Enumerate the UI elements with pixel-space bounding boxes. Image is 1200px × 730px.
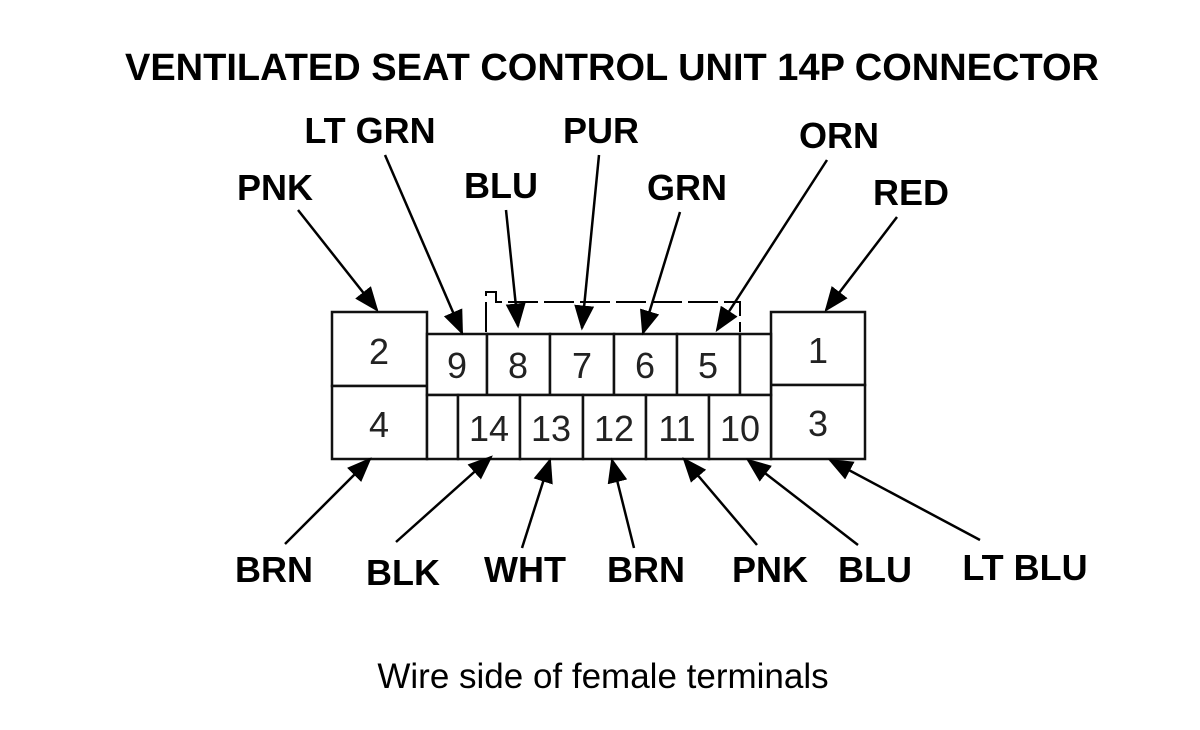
pin-number-6: 6: [635, 345, 655, 386]
cavity-blank-bottom: [425, 393, 460, 461]
wire-label-pin-3: LT BLU: [962, 547, 1087, 588]
wire-label-pin-6: GRN: [647, 167, 727, 208]
diagram-title: VENTILATED SEAT CONTROL UNIT 14P CONNECT…: [125, 47, 1099, 89]
pin-number-2: 2: [369, 331, 389, 372]
diagram-caption: Wire side of female terminals: [377, 657, 828, 696]
leader-pin-10: [746, 458, 859, 546]
pin-number-9: 9: [447, 345, 467, 386]
leader-pin-4: [284, 457, 372, 545]
pin-number-8: 8: [508, 345, 528, 386]
leader-pin-14: [395, 455, 493, 543]
leader-pin-5: [715, 159, 829, 333]
leader-pin-13: [520, 457, 553, 549]
cavity-2: [330, 310, 429, 388]
cavity-blank-top: [738, 332, 773, 397]
wire-label-pin-12: BRN: [607, 549, 685, 590]
leader-pin-8: [504, 209, 526, 329]
wire-label-pin-5: ORN: [799, 115, 879, 156]
connector-body: 2 4 1 3 9 8 7 6 5 14 13 12 11 10: [330, 291, 867, 461]
wire-label-pin-10: BLU: [838, 549, 912, 590]
leader-pin-1: [824, 216, 898, 312]
pin-number-3: 3: [808, 403, 828, 444]
pin-number-10: 10: [720, 408, 760, 449]
pin-number-13: 13: [531, 408, 571, 449]
leader-pin-2: [297, 209, 379, 312]
pin-number-4: 4: [369, 404, 389, 445]
leader-pin-3: [827, 458, 981, 542]
wire-label-pin-13: WHT: [484, 549, 566, 590]
wire-label-pin-1: RED: [873, 172, 949, 213]
cavity-14: [456, 393, 522, 461]
wire-label-pin-11: PNK: [732, 549, 808, 590]
wire-label-pin-9: LT GRN: [304, 110, 435, 151]
pin-number-14: 14: [469, 408, 509, 449]
wire-label-pin-4: BRN: [235, 549, 313, 590]
leader-pin-9: [383, 154, 464, 336]
leader-pin-7: [574, 154, 601, 331]
pin-number-11: 11: [658, 408, 695, 449]
pin-number-5: 5: [698, 345, 718, 386]
cavity-6: [612, 332, 679, 397]
wire-label-pin-14: BLK: [366, 552, 440, 593]
pin-number-12: 12: [594, 408, 634, 449]
cavity-8: [485, 332, 552, 397]
wire-label-pin-8: BLU: [464, 165, 538, 206]
cavity-4: [330, 384, 429, 461]
wire-label-pin-2: PNK: [237, 167, 313, 208]
pin-number-1: 1: [808, 330, 828, 371]
leader-pin-6: [640, 211, 682, 336]
cavity-10: [707, 393, 773, 461]
wire-label-pin-7: PUR: [563, 110, 639, 151]
leader-pin-12: [607, 457, 636, 549]
cavity-12: [581, 393, 648, 461]
cavity-11: [644, 393, 711, 461]
pin-number-7: 7: [572, 345, 592, 386]
cavity-3: [769, 383, 867, 461]
leader-pin-11: [682, 457, 758, 546]
